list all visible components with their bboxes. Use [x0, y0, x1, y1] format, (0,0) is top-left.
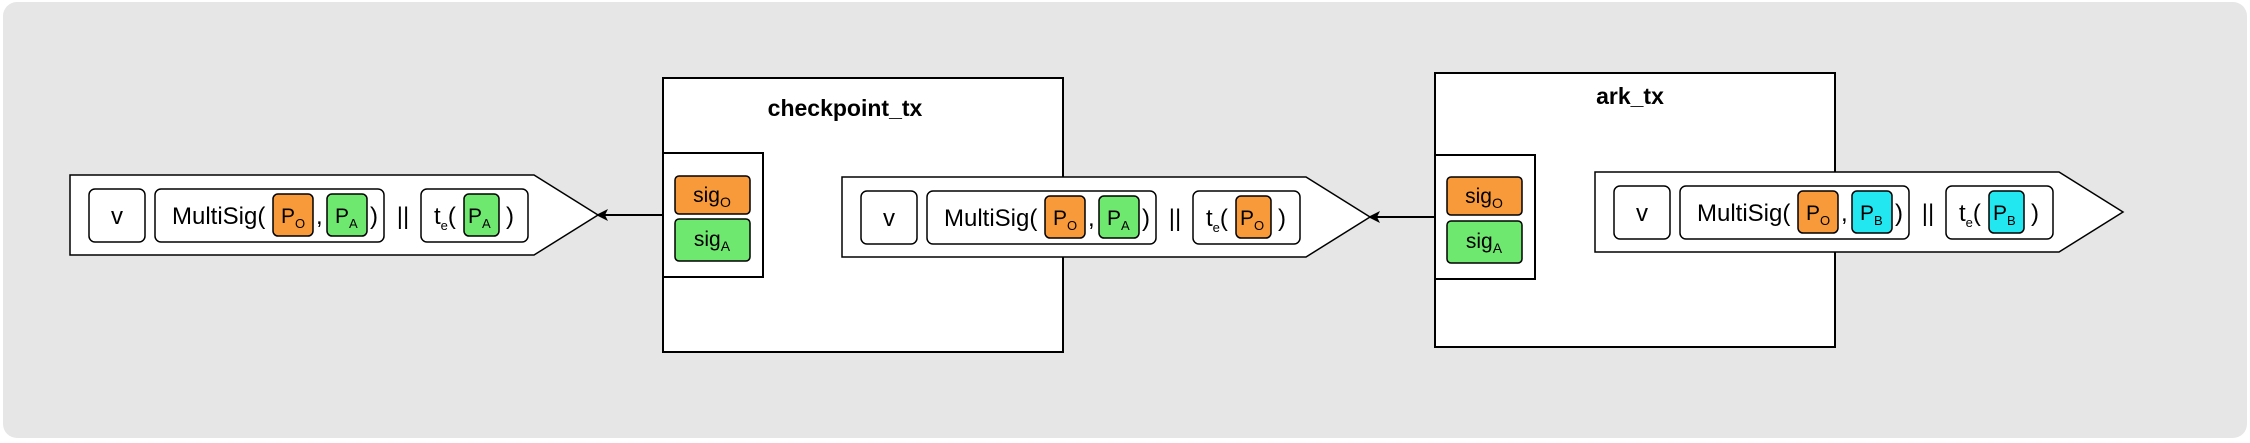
sig-a-label: sigA [1466, 230, 1503, 256]
value-box [88, 188, 146, 243]
separator-comma: , [316, 203, 323, 230]
close-paren: ) [1142, 205, 1150, 232]
value-box [860, 190, 918, 245]
key-label: PA [335, 205, 358, 231]
sig-o-label: sigO [693, 184, 731, 210]
key-label: PO [1806, 202, 1830, 228]
value-label: v [883, 205, 895, 232]
checkpoint-output: v MultiSig( PO , PA ) || te( PO ) [841, 176, 1372, 258]
key-badge [1044, 195, 1086, 239]
timelock-label: te( [434, 203, 456, 233]
key-badge [272, 193, 314, 237]
ark-tx-title: ark_tx [1596, 83, 1664, 109]
sig-o-label: sigO [1465, 185, 1503, 211]
value-label: v [111, 203, 123, 230]
or-operator: || [1922, 200, 1934, 227]
key-label: PB [1993, 202, 2016, 228]
close-paren: ) [1278, 205, 1286, 232]
or-operator: || [397, 203, 409, 230]
key-label: PA [468, 205, 491, 231]
close-paren: ) [506, 203, 514, 230]
ark-output: v MultiSig( PO , PB ) || te( PB ) [1594, 171, 2125, 253]
ark-tx-inputs: sigO sigA [1434, 154, 1536, 280]
key-badge [326, 193, 368, 237]
sig-a-badge [674, 218, 751, 262]
checkpoint-tx-title: checkpoint_tx [768, 95, 923, 121]
sig-a-badge [1446, 220, 1523, 264]
value-box [1613, 185, 1671, 240]
checkpoint-tx-inputs: sigO sigA [662, 152, 764, 278]
close-paren: ) [2031, 200, 2039, 227]
separator-comma: , [1088, 205, 1095, 232]
sig-o-badge [674, 175, 751, 215]
timelock-label: te( [1959, 200, 1981, 230]
timelock-label: te( [1206, 205, 1228, 235]
sig-o-badge [1446, 176, 1523, 216]
close-paren: ) [370, 203, 378, 230]
value-label: v [1636, 200, 1648, 227]
key-badge [463, 193, 500, 237]
or-operator: || [1169, 205, 1181, 232]
key-badge [1235, 195, 1272, 239]
key-label: PO [1053, 207, 1077, 233]
vtxo-output: v MultiSig( PO , PA ) || te( PA ) [69, 174, 600, 256]
key-label: PB [1860, 202, 1883, 228]
multisig-label: MultiSig( [944, 205, 1037, 232]
separator-comma: , [1841, 200, 1848, 227]
key-label: PA [1107, 207, 1130, 233]
close-paren: ) [1895, 200, 1903, 227]
key-badge [1797, 190, 1839, 234]
key-badge [1988, 190, 2025, 234]
key-badge [1098, 195, 1140, 239]
key-label: PO [281, 205, 305, 231]
key-label: PO [1240, 207, 1264, 233]
multisig-label: MultiSig( [172, 203, 265, 230]
sig-a-label: sigA [694, 228, 731, 254]
multisig-label: MultiSig( [1697, 200, 1790, 227]
key-badge [1851, 190, 1893, 234]
